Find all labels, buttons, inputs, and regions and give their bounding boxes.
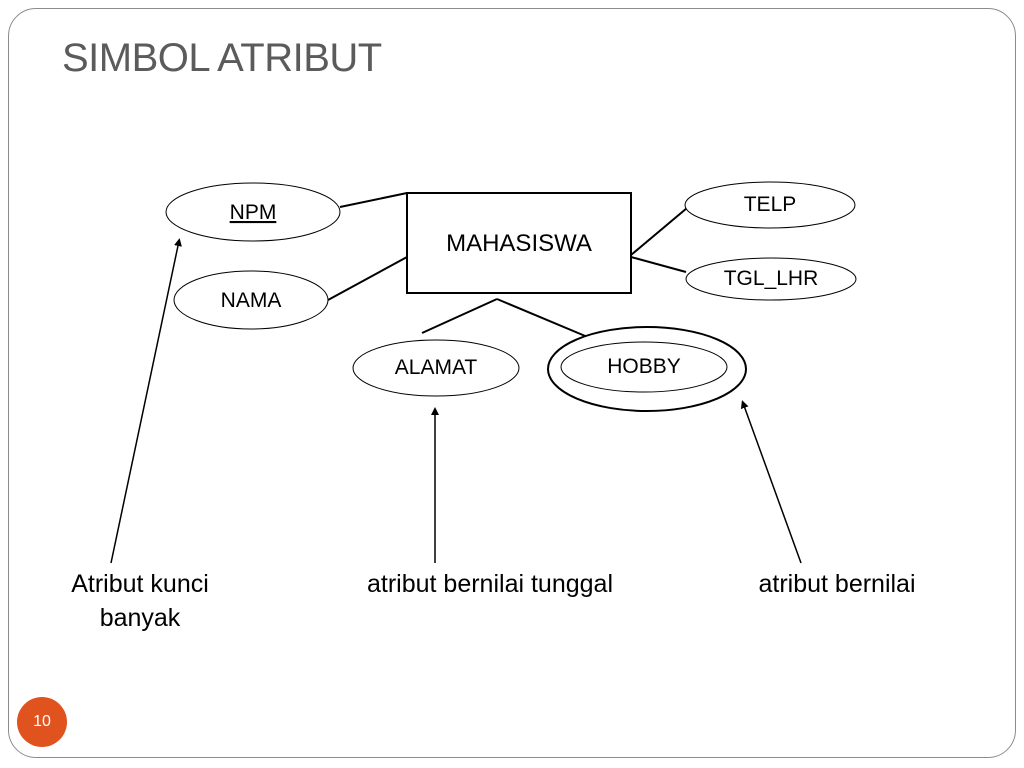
- telp-label: TELP: [744, 193, 797, 216]
- nama-connector: [327, 256, 408, 301]
- npm-connector: [339, 192, 408, 208]
- npm-label: NPM: [230, 201, 277, 224]
- telp-ellipse: [684, 181, 856, 229]
- page-number-badge: 10: [17, 697, 67, 747]
- entity-mahasiswa: MAHASISWA: [406, 192, 632, 294]
- slide-frame: [8, 8, 1016, 758]
- slide-title: SIMBOL ATRIBUT: [62, 36, 382, 80]
- attribute-telp: TELP: [684, 181, 856, 229]
- tgl-lhr-label: TGL_LHR: [724, 267, 819, 290]
- attribute-hobby: HOBBY: [547, 326, 747, 412]
- hobby-inner-ellipse: [560, 341, 728, 393]
- caption-key-line2: banyak: [99, 604, 181, 632]
- key-attribute-arrow: [110, 238, 182, 564]
- hobby-label: HOBBY: [607, 355, 681, 378]
- attribute-tgl-lhr: TGL_LHR: [685, 257, 857, 301]
- npm-ellipse: [165, 182, 341, 242]
- multi-attribute-arrow: [740, 400, 802, 564]
- pointer-arrows: [110, 238, 802, 564]
- tgl-lhr-connector: [630, 256, 687, 273]
- alamat-label: ALAMAT: [395, 356, 478, 379]
- entity-label: MAHASISWA: [446, 230, 592, 257]
- entity-box: [406, 192, 632, 294]
- caption-single-attribute: atribut bernilai tunggal: [367, 570, 613, 598]
- connectors: [327, 192, 688, 339]
- nama-ellipse: [173, 270, 329, 330]
- alamat-connector: [421, 298, 498, 334]
- alamat-ellipse: [352, 339, 520, 397]
- hobby-connector: [496, 298, 591, 339]
- nama-label: NAMA: [221, 289, 282, 312]
- tgl-lhr-ellipse: [685, 257, 857, 301]
- telp-connector: [630, 207, 688, 256]
- caption-key-line1: Atribut kunci: [71, 570, 209, 598]
- caption-multi-attribute: atribut bernilai: [758, 570, 916, 598]
- caption-key-attribute: Atribut kunci banyak: [55, 567, 225, 635]
- attribute-npm: NPM: [165, 182, 341, 242]
- attribute-nama: NAMA: [173, 270, 329, 330]
- attribute-alamat: ALAMAT: [352, 339, 520, 397]
